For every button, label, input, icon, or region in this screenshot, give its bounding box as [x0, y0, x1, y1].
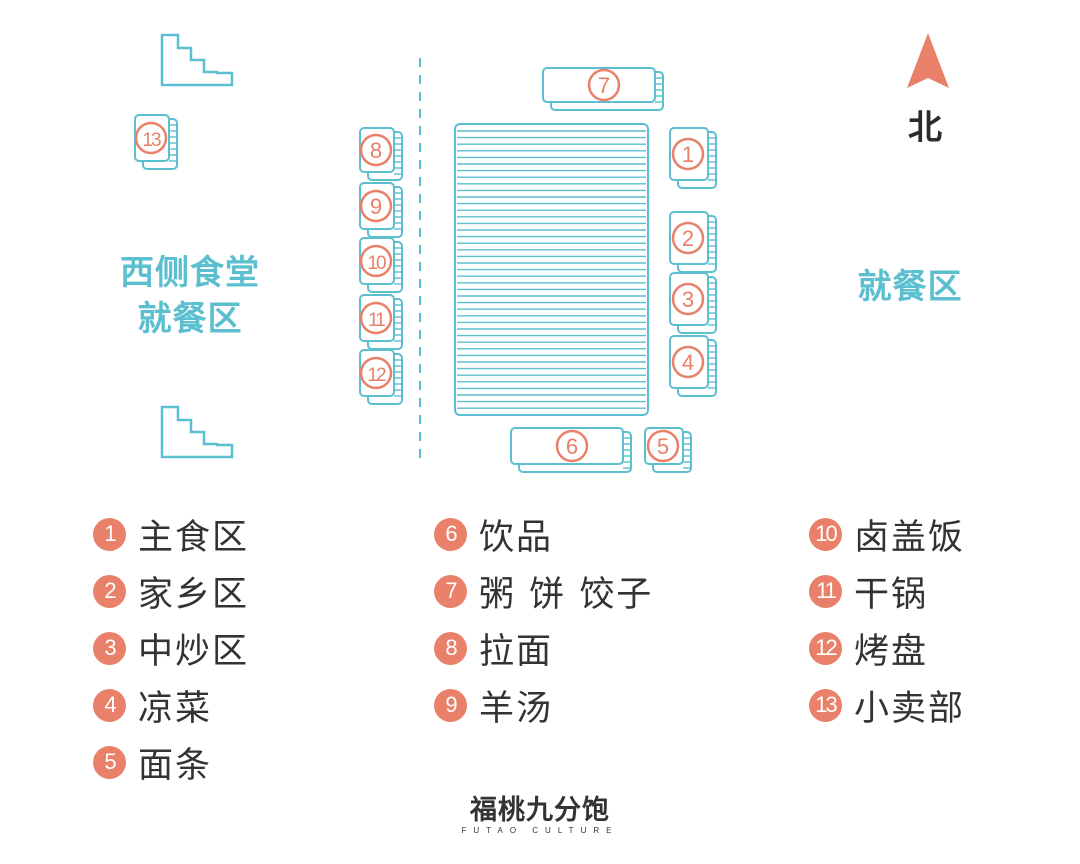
station-number: 11 [368, 310, 385, 331]
east-dining-area-label: 就餐区 [857, 267, 963, 307]
legend-item: 8 拉面 [434, 628, 553, 672]
station-number-circle [646, 429, 680, 463]
legend-label: 卤盖饭 [854, 517, 966, 558]
station-number-circle [359, 189, 393, 223]
logo-main-text: 福桃九分饱 [470, 795, 610, 826]
station-number-circle [359, 244, 393, 278]
legend-item: 7 粥 饼 饺子 [434, 571, 653, 615]
legend-item: 5 面条 [93, 742, 212, 786]
legend-number-badge: 3 [93, 631, 126, 665]
station-number: 12 [367, 365, 386, 386]
legend-label: 面条 [138, 745, 213, 786]
station-number-circle [359, 356, 393, 390]
station-number: 10 [367, 253, 386, 274]
station-13: 13 [134, 114, 178, 170]
station-number: 1 [682, 142, 694, 167]
station-3: 3 [669, 272, 717, 334]
north-label: 北 [908, 108, 942, 148]
west-area-line1: 西侧食堂 [120, 253, 260, 293]
station-4: 4 [669, 335, 717, 397]
legend-item: 4 凉菜 [93, 685, 212, 729]
station-11: 11 [359, 294, 403, 350]
legend-item: 10 卤盖饭 [809, 514, 965, 558]
station-6: 6 [510, 427, 632, 473]
legend-number-badge: 7 [434, 574, 467, 608]
legend-label: 中炒区 [138, 631, 250, 672]
station-number-circle [359, 133, 393, 167]
legend-item: 2 家乡区 [93, 571, 249, 615]
legend-label: 干锅 [854, 574, 929, 615]
logo: 福桃九分饱 FUTAO CULTURE [452, 795, 628, 836]
legend-number-badge: 12 [809, 631, 842, 665]
station-number: 6 [566, 434, 578, 459]
station-number-circle [671, 137, 705, 171]
station-number: 13 [142, 130, 161, 151]
legend-label: 粥 饼 饺子 [479, 574, 654, 615]
station-12: 12 [359, 349, 403, 405]
station-number: 4 [682, 350, 694, 375]
legend-number-badge: 9 [434, 688, 467, 722]
station-2: 2 [669, 211, 717, 273]
station-8: 8 [359, 127, 403, 181]
legend-item: 13 小卖部 [809, 685, 965, 729]
legend-label: 烤盘 [854, 631, 929, 672]
west-area-line2: 就餐区 [137, 299, 243, 339]
legend-number-badge: 2 [93, 574, 126, 608]
station-1: 1 [669, 127, 717, 189]
north-arrow-icon [907, 33, 949, 88]
station-number: 7 [598, 73, 610, 98]
station-number-circle [587, 68, 621, 102]
station-7: 7 [542, 67, 664, 111]
legend-label: 凉菜 [138, 688, 213, 729]
legend-number-badge: 11 [809, 574, 842, 608]
station-number-circle [359, 301, 393, 335]
legend-label: 拉面 [479, 631, 554, 672]
station-number-circle [555, 429, 589, 463]
west-dining-area-label: 西侧食堂 就餐区 [100, 250, 280, 342]
station-number: 3 [682, 287, 694, 312]
legend-number-badge: 6 [434, 517, 467, 551]
stairs-icon [160, 33, 234, 87]
main-counter [454, 123, 649, 416]
legend-label: 小卖部 [854, 688, 966, 729]
station-number-circle [671, 221, 705, 255]
station-number: 2 [682, 226, 694, 251]
stairs-icon [160, 405, 234, 459]
station-number-circle [671, 282, 705, 316]
legend-label: 主食区 [138, 517, 250, 558]
legend-number-badge: 5 [93, 745, 126, 779]
station-number: 5 [657, 434, 669, 459]
legend-item: 9 羊汤 [434, 685, 553, 729]
legend-item: 1 主食区 [93, 514, 249, 558]
station-number: 9 [370, 194, 382, 219]
station-5: 5 [644, 427, 692, 473]
legend-label: 家乡区 [138, 574, 250, 615]
station-number-circle [134, 121, 168, 155]
legend-item: 6 饮品 [434, 514, 553, 558]
legend-item: 12 烤盘 [809, 628, 928, 672]
logo-sub-text: FUTAO CULTURE [461, 826, 619, 835]
station-number-circle [671, 345, 705, 379]
legend-number-badge: 13 [809, 688, 842, 722]
station-10: 10 [359, 237, 403, 293]
legend-number-badge: 1 [93, 517, 126, 551]
legend-number-badge: 4 [93, 688, 126, 722]
station-number: 8 [370, 138, 382, 163]
legend-label: 饮品 [479, 517, 554, 558]
legend-number-badge: 8 [434, 631, 467, 665]
legend-item: 3 中炒区 [93, 628, 249, 672]
legend-item: 11 干锅 [809, 571, 928, 615]
station-9: 9 [359, 182, 403, 238]
legend-label: 羊汤 [479, 688, 554, 729]
legend-number-badge: 10 [809, 517, 842, 551]
